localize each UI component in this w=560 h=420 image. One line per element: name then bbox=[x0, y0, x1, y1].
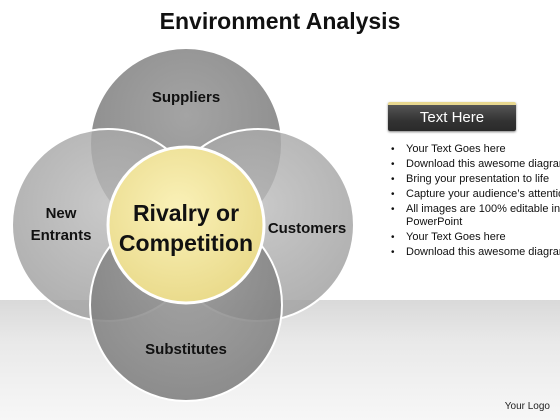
substitutes-label: Substitutes bbox=[145, 341, 227, 358]
customers-label: Customers bbox=[268, 220, 346, 237]
bullet-item: Bring your presentation to life bbox=[391, 173, 560, 186]
new-entrants-label-line2: Entrants bbox=[31, 227, 92, 244]
suppliers-label: Suppliers bbox=[152, 89, 220, 106]
bullet-item: Capture your audience’s attention bbox=[391, 188, 560, 201]
bullet-item: Your Text Goes here bbox=[391, 231, 560, 244]
competition-label-line1: Rivalry or bbox=[133, 200, 239, 226]
competition-label-line2: Competition bbox=[119, 230, 253, 256]
logo-text: Your Logo bbox=[504, 401, 550, 412]
bullet-item: Download this awesome diagram bbox=[391, 158, 560, 171]
bullet-list: Your Text Goes here Download this awesom… bbox=[388, 143, 560, 261]
page-title: Environment Analysis bbox=[159, 8, 401, 34]
text-here-header: Text Here bbox=[388, 102, 516, 131]
new-entrants-label-line1: New bbox=[46, 205, 77, 222]
bullet-item: All images are 100% editable in PowerPoi… bbox=[391, 203, 560, 229]
competition-circle bbox=[106, 145, 266, 305]
bullet-item: Download this awesome diagram bbox=[391, 246, 560, 259]
bullet-item: Your Text Goes here bbox=[391, 143, 560, 156]
